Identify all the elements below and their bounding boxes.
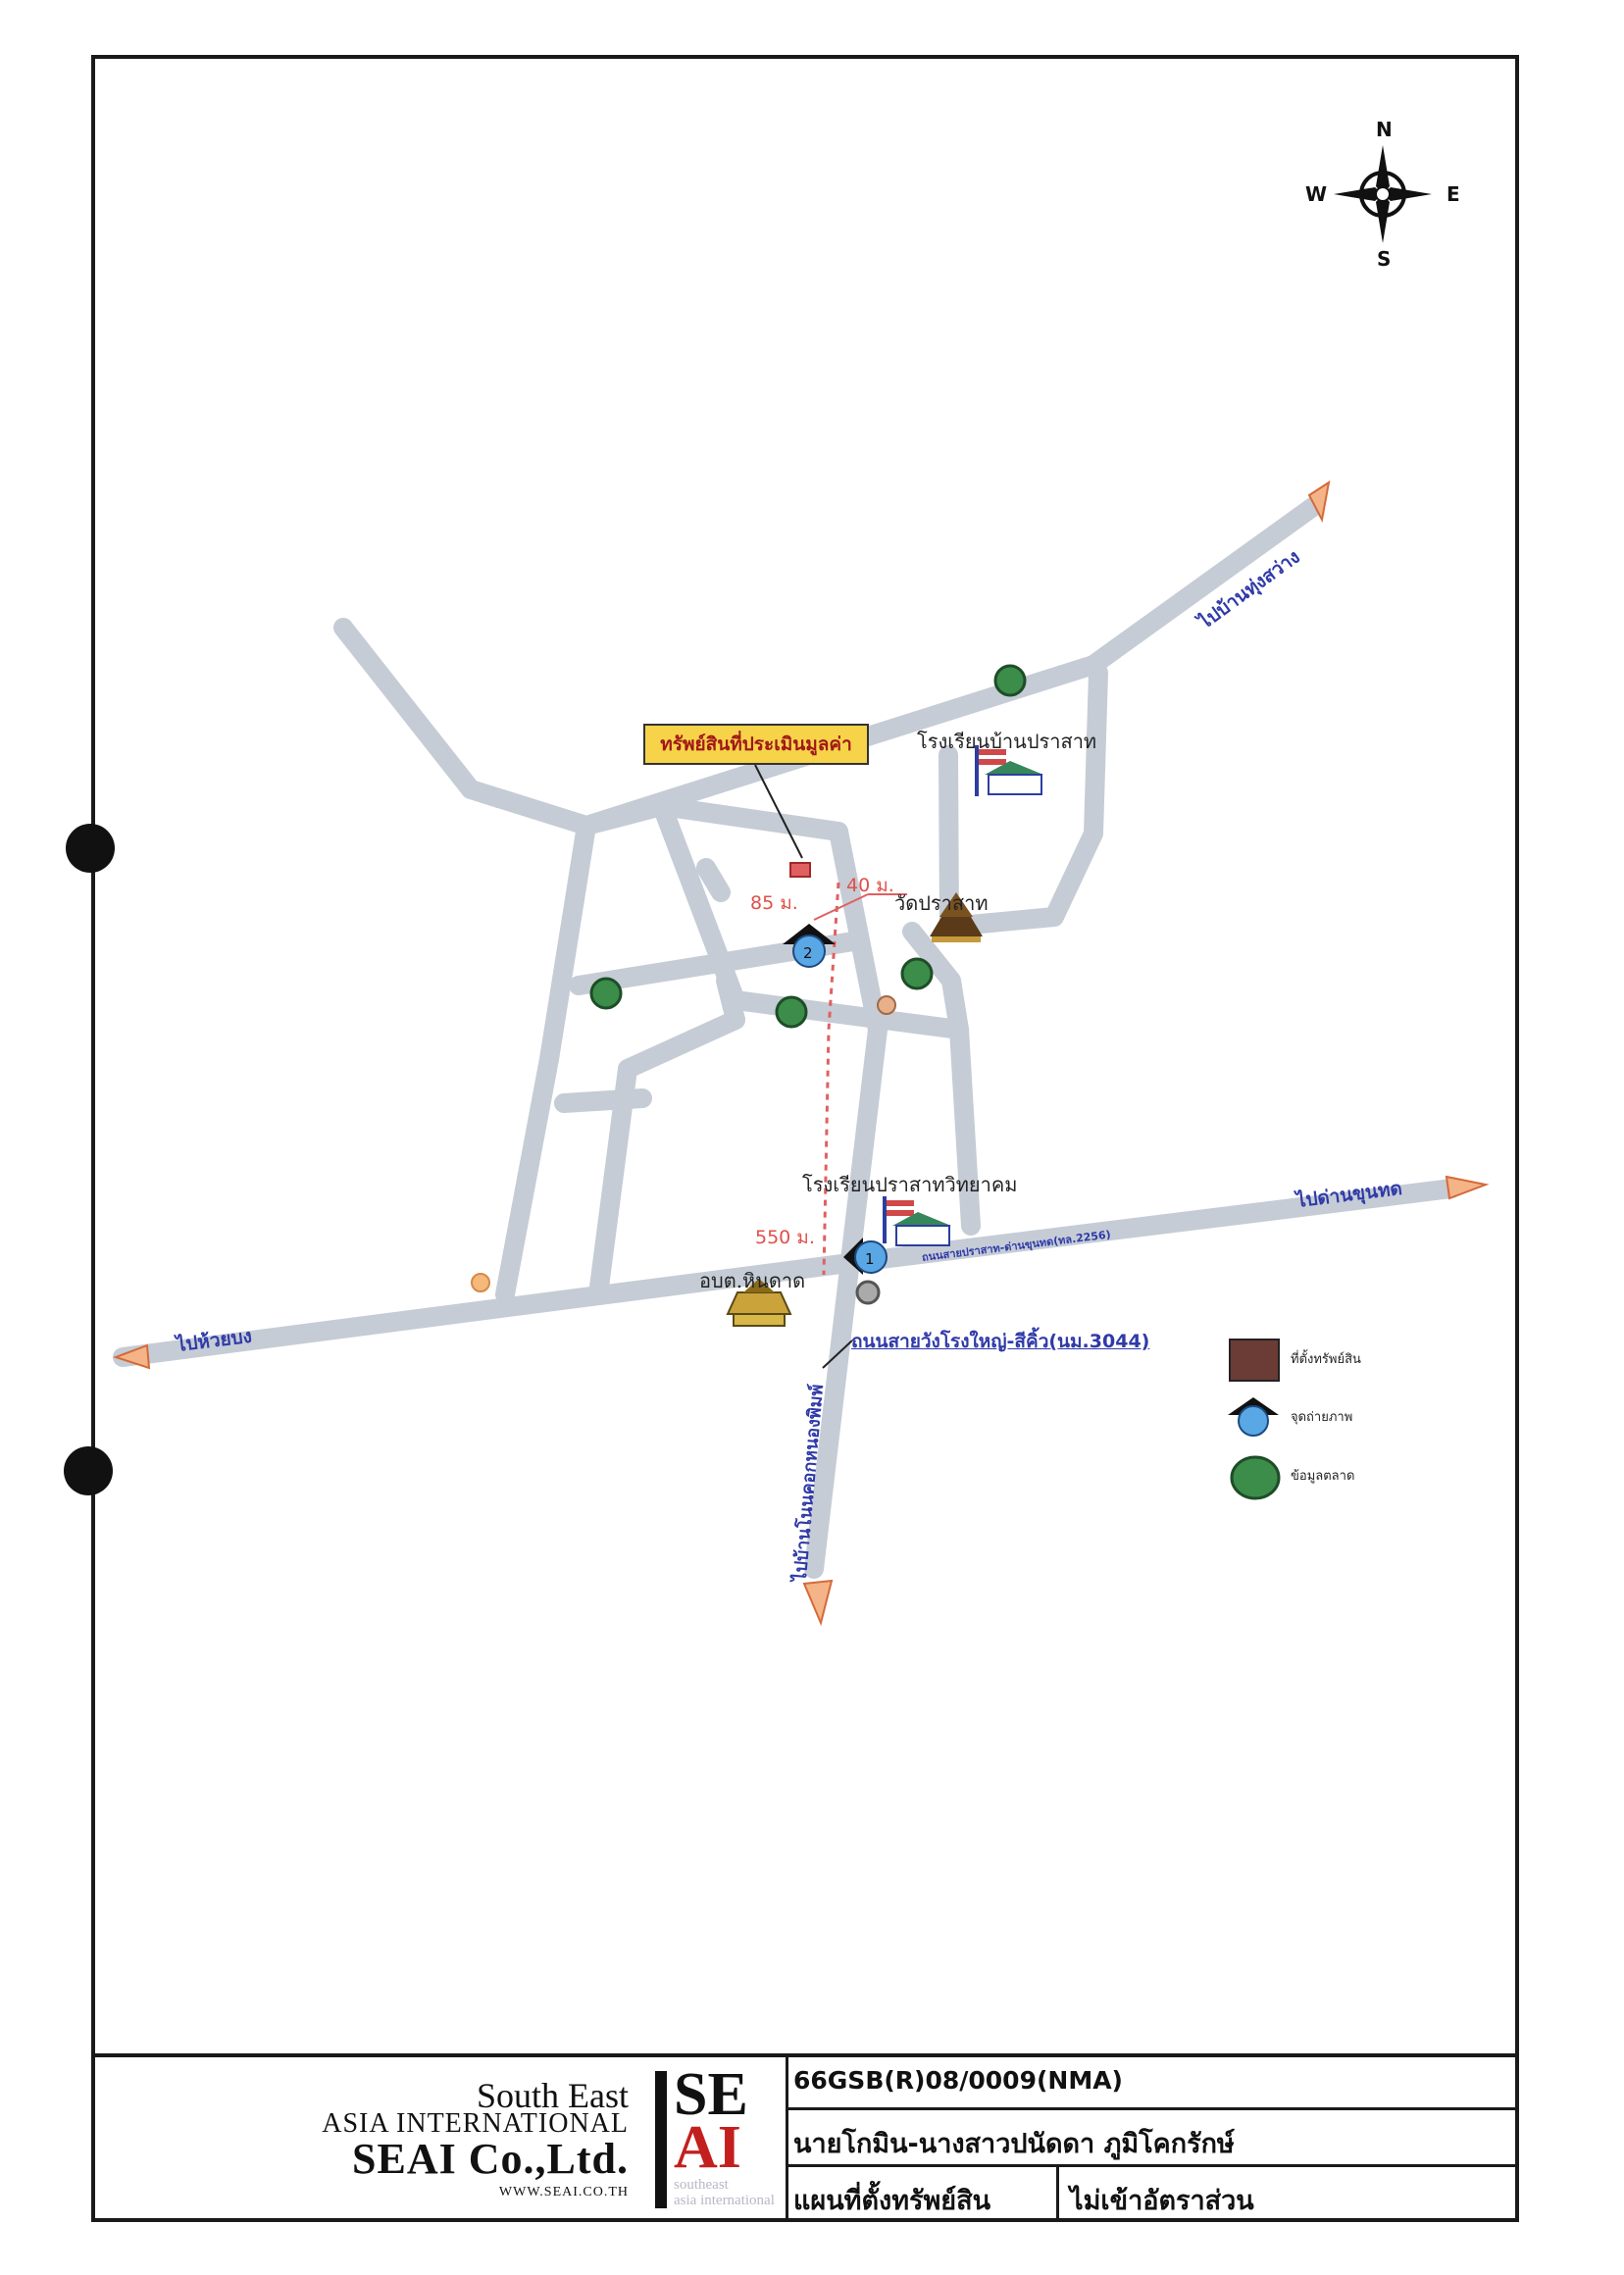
legend-property-location — [1229, 1339, 1280, 1382]
distance-85: 85 ม. — [750, 892, 798, 914]
road-ns-main — [804, 822, 888, 1579]
logo-subtext-line2: asia international — [674, 2193, 775, 2208]
arrow-ne-icon — [1307, 480, 1331, 524]
arrow-east-icon — [1445, 1175, 1490, 1200]
map-frame — [91, 55, 1519, 2222]
property-marker — [789, 862, 811, 878]
map-canvas: 2 1 — [112, 480, 1490, 1627]
school-icon — [975, 745, 1043, 796]
doc-type: แผนที่ตั้งทรัพย์สิน — [793, 2186, 991, 2216]
doc-info-row: แผนที่ตั้งทรัพย์สิน ไม่เข้าอัตราส่วน — [786, 2167, 1519, 2222]
place-wat-prasat: วัดปราสาท — [894, 891, 989, 915]
legend-photo-point-label: จุดถ่ายภาพ — [1291, 1410, 1353, 1425]
job-code: 66GSB(R)08/0009(NMA) — [793, 2066, 1123, 2095]
property-swatch — [1229, 1339, 1280, 1382]
company-name-line3: SEAI Co.,Ltd. — [352, 2135, 629, 2183]
company-logo-area: South East ASIA INTERNATIONAL SEAI Co.,L… — [91, 2057, 788, 2222]
road-main-ew — [113, 1179, 1461, 1367]
logo-bar — [655, 2071, 667, 2208]
company-url: WWW.SEAI.CO.TH — [498, 2185, 629, 2199]
logo-se: SE — [674, 2061, 748, 2128]
compass-rose: N S W E — [1299, 116, 1466, 273]
punch-hole-top — [66, 824, 115, 873]
company-name-line1: South East — [476, 2076, 629, 2115]
compass-south: S — [1377, 247, 1392, 271]
scale-note: ไม่เข้าอัตราส่วน — [1070, 2186, 1254, 2216]
distance-550: 550 ม. — [755, 1227, 815, 1248]
arrow-west-icon — [112, 1343, 151, 1370]
company-name-line2: ASIA INTERNATIONAL — [322, 2108, 629, 2139]
callout-leader — [754, 764, 803, 859]
logo-subtext: southeast asia international — [674, 2177, 775, 2208]
distance-40: 40 ม. — [846, 875, 894, 896]
road-spur — [696, 858, 731, 902]
owner-name: นายโกมิน-นางสาวปนัดดา ภูมิโคกรักษ์ — [793, 2129, 1235, 2159]
doc-info-divider — [1056, 2167, 1059, 2222]
photo-point-icon — [1228, 1397, 1279, 1437]
owner-row: นายโกมิน-นางสาวปนัดดา ภูมิโคกรักษ์ — [786, 2110, 1519, 2167]
poi-dot — [471, 1273, 490, 1292]
temple-icon — [930, 892, 983, 942]
legend-market-data-label: ข้อมูลตลาด — [1291, 1469, 1355, 1484]
road-north-inner — [577, 796, 848, 841]
road-network — [113, 496, 1461, 1579]
photo-point-marker — [855, 1280, 881, 1305]
place-school-prasat-wittayakhom: โรงเรียนปราสาทวิทยาคม — [802, 1173, 1018, 1196]
compass-north: N — [1376, 118, 1393, 141]
appraised-property-callout: ทรัพย์สินที่ประเมินมูลค่า — [643, 724, 869, 765]
road-nw — [333, 618, 596, 835]
title-block: South East ASIA INTERNATIONAL SEAI Co.,L… — [91, 2053, 1519, 2222]
road-east-loop — [939, 663, 1108, 936]
market-point — [993, 664, 1027, 697]
photo-point-2: 2 — [783, 924, 836, 968]
legend-property-location-label: ที่ตั้งทรัพย์สิน — [1291, 1352, 1361, 1367]
market-point — [589, 977, 623, 1010]
photo-point-1: 1 — [843, 1238, 888, 1275]
punch-hole-bottom — [64, 1446, 113, 1495]
market-point — [900, 957, 934, 990]
market-data-points — [589, 664, 1027, 1029]
government-office-icon — [726, 1279, 792, 1327]
market-point — [775, 995, 808, 1029]
road-inner-connector — [716, 971, 745, 1030]
road-inner-sw — [618, 1010, 745, 1079]
photo-point-2-number: 2 — [803, 944, 813, 962]
logo-subtext-line1: southeast — [674, 2177, 729, 2193]
place-obt-hin-dat: อบต.หินดาด — [699, 1269, 806, 1292]
road-east-ns — [949, 1020, 981, 1236]
arrow-south-icon — [802, 1579, 834, 1627]
logo-ai: AI — [674, 2114, 741, 2181]
compass-icon — [1334, 145, 1432, 243]
highway-leader — [822, 1340, 853, 1369]
road-label-highway: ถนนสายวังโรงใหญ่-สีคิ้ว(นม.3044) — [851, 1331, 1150, 1352]
place-school-ban-prasat: โรงเรียนบ้านปราสาท — [917, 730, 1097, 753]
market-data-icon — [1230, 1455, 1281, 1500]
road-east-connector — [902, 922, 969, 1039]
compass-east: E — [1446, 182, 1460, 206]
legend-photo-point — [1226, 1395, 1281, 1442]
direction-arrows — [112, 480, 1490, 1627]
measured-route — [822, 882, 840, 1276]
road-west-ns — [495, 816, 596, 1304]
job-code-row: 66GSB(R)08/0009(NMA) — [786, 2057, 1519, 2110]
measure-line-40 — [813, 893, 869, 921]
compass-west: W — [1305, 182, 1328, 206]
photo-point-1-number: 1 — [865, 1250, 875, 1268]
road-inner-west — [588, 1059, 637, 1304]
poi-dot — [877, 995, 896, 1015]
school-icon — [883, 1196, 951, 1246]
legend-market-data — [1229, 1454, 1282, 1505]
